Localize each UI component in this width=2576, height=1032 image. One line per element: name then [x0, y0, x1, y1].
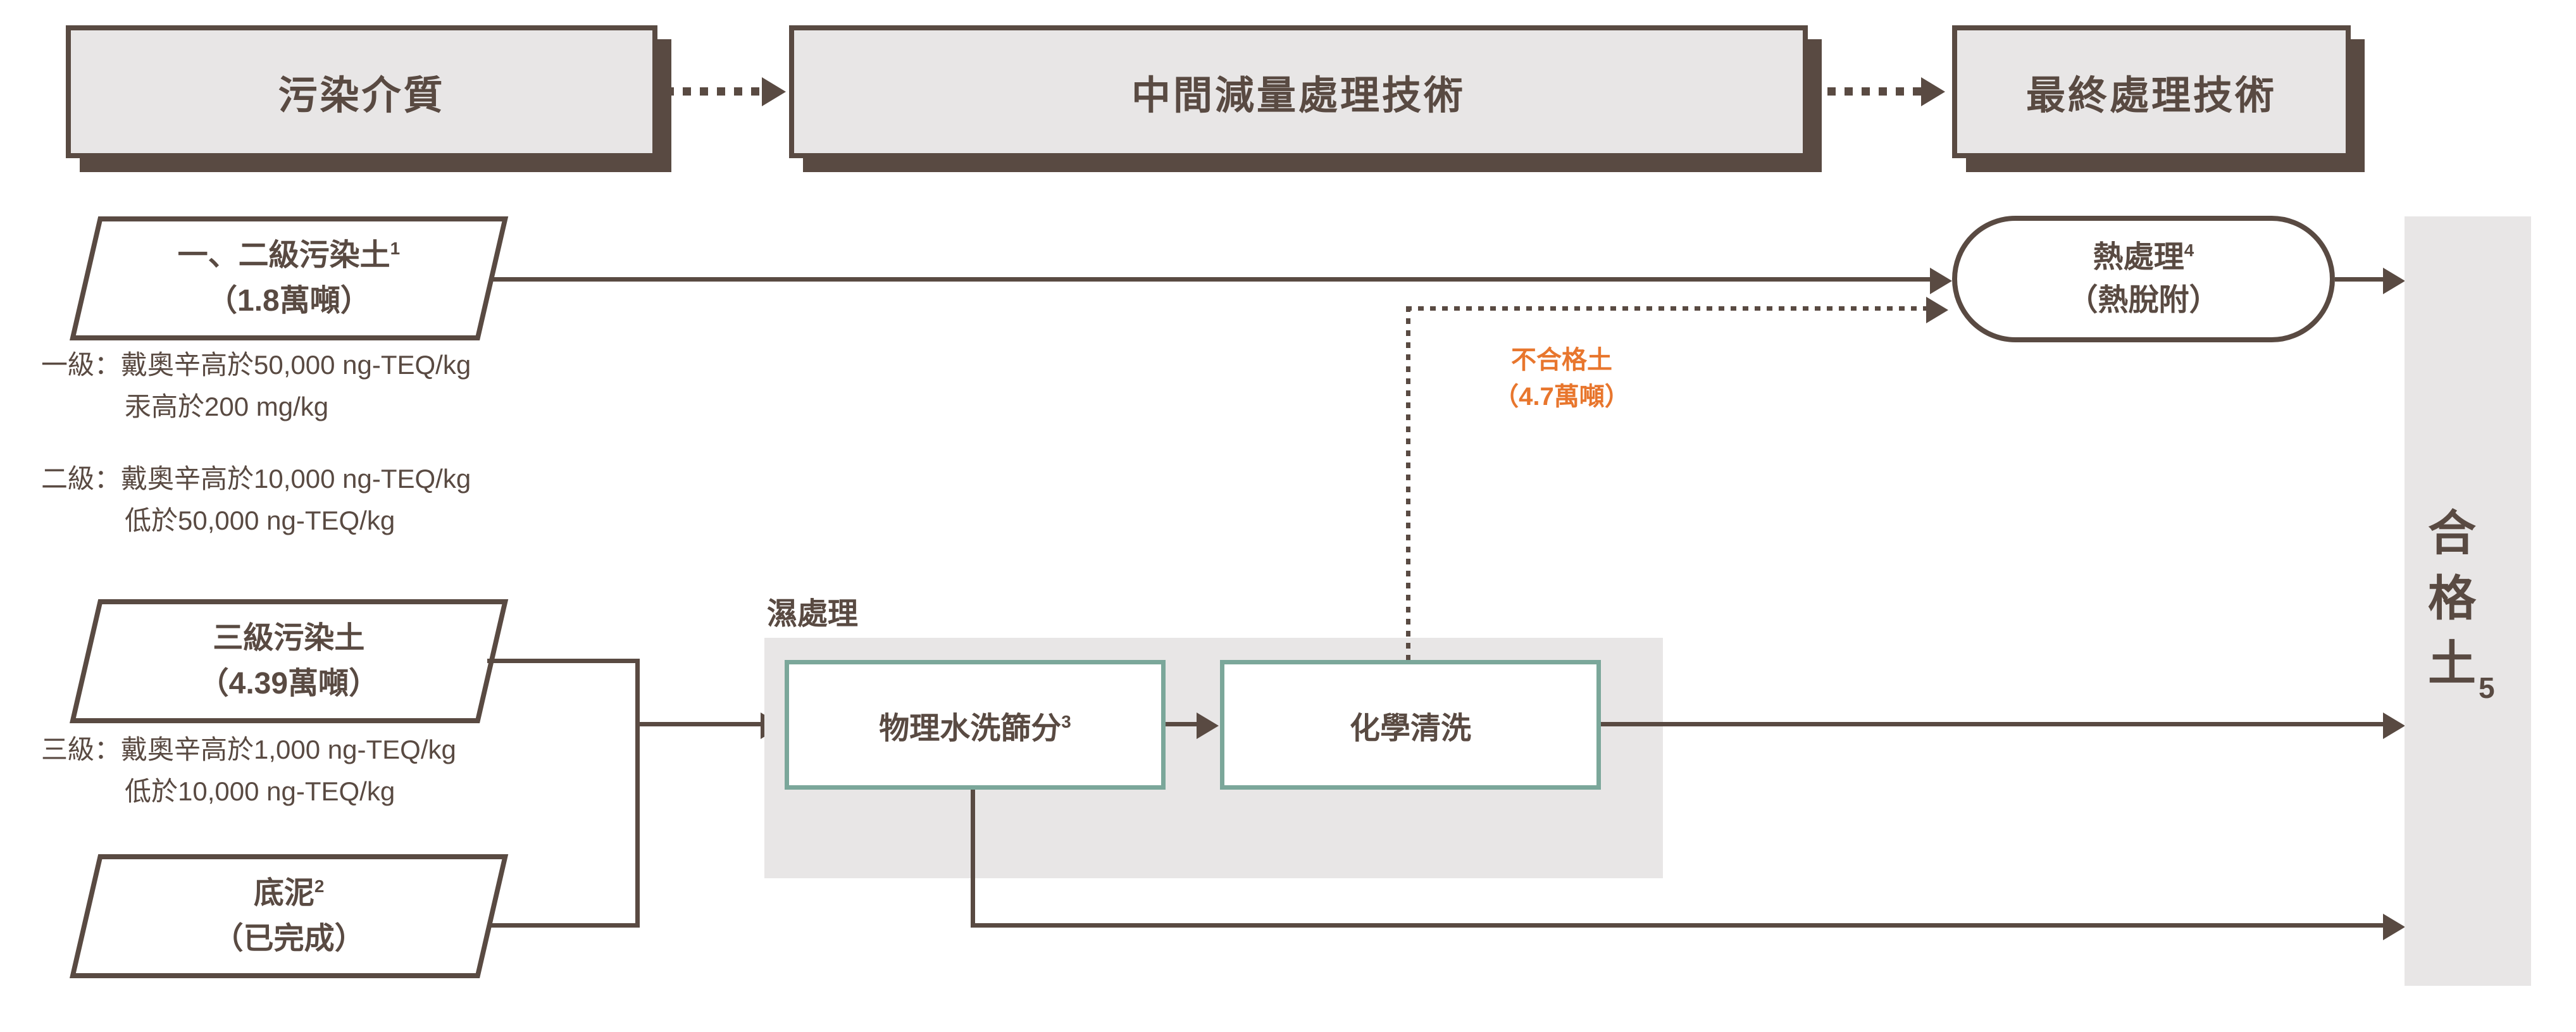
node-physical-wash-screening: 物理水洗篩分3 — [785, 660, 1166, 790]
qualified-char-1: 合 — [2428, 507, 2476, 561]
arrowhead-thermal-to-qualified — [2383, 268, 2405, 294]
criteria-level3: 三級：戴奧辛高於1,000 ng-TEQ/kg 低於10,000 ng-TEQ/… — [41, 729, 456, 812]
flow-line-physical-to-chemical — [1166, 722, 1198, 726]
node-level12-label: 一、二級污染土1 （1.8萬噸） — [178, 233, 401, 324]
header-contaminated-media-label: 污染介質 — [278, 74, 445, 118]
node-level12-qty: （1.8萬噸） — [207, 284, 371, 318]
dotted-line-reject-vertical — [1406, 306, 1410, 660]
node-chemical-washing: 化學清洗 — [1220, 660, 1601, 790]
arrowhead-reject-to-thermal — [1926, 297, 1948, 323]
criteria-level2-line2: 低於50,000 ng-TEQ/kg — [125, 506, 395, 535]
criteria-level3-line2: 低於10,000 ng-TEQ/kg — [125, 776, 395, 806]
criteria-level2-line1: 二級：戴奧辛高於10,000 ng-TEQ/kg — [41, 464, 471, 494]
criteria-level1-line2: 汞高於200 mg/kg — [125, 392, 329, 421]
node-qualified-soil-bar — [2405, 216, 2531, 986]
criteria-level1: 一級：戴奧辛高於50,000 ng-TEQ/kg 汞高於200 mg/kg — [41, 344, 471, 428]
node-sediment: 底泥2 （已完成） — [70, 854, 509, 978]
header-final-treatment-label: 最終處理技術 — [2025, 74, 2277, 118]
qualified-char-3: 土 — [2428, 637, 2476, 691]
flow-line-thermal-to-qualified — [2335, 277, 2383, 282]
footnote-3: 3 — [1061, 711, 1071, 731]
node-thermal-method: （熱脫附） — [2067, 283, 2220, 317]
node-level3-contaminated-soil: 三級污染土 （4.39萬噸） — [70, 599, 509, 723]
node-sediment-qty: （已完成） — [213, 922, 365, 955]
node-level3-qty: （4.39萬噸） — [198, 667, 380, 700]
reject-soil-label: 不合格土 （4.7萬噸） — [1441, 342, 1682, 415]
reject-soil-qty: （4.7萬噸） — [1493, 383, 1630, 411]
arrowhead-level12-to-thermal — [1930, 268, 1952, 294]
flow-line-level12-to-thermal — [490, 277, 1931, 282]
flow-line-sediment-stub — [487, 923, 640, 928]
dotted-line-reject-horizontal — [1406, 306, 1926, 311]
footnote-4: 4 — [2184, 240, 2194, 260]
header-final-treatment: 最終處理技術 — [1952, 25, 2351, 158]
node-chemical-washing-label: 化學清洗 — [1349, 711, 1471, 745]
node-sediment-label: 底泥2 （已完成） — [213, 871, 365, 962]
node-level3-label: 三級污染土 （4.39萬噸） — [199, 616, 379, 707]
reject-soil-line1: 不合格土 — [1511, 346, 1612, 374]
criteria-level3-line1: 三級：戴奧辛高於1,000 ng-TEQ/kg — [41, 735, 456, 764]
flow-line-bottom-to-qualified — [971, 923, 2383, 928]
arrowhead-intermediate-to-final — [1921, 77, 1945, 106]
flow-line-physical-drop-vertical — [971, 790, 975, 928]
wet-process-label: 濕處理 — [767, 597, 859, 631]
criteria-level1-line1: 一級：戴奧辛高於50,000 ng-TEQ/kg — [41, 350, 471, 380]
footnote-1: 1 — [390, 238, 401, 258]
arrowhead-media-to-intermediate — [762, 77, 786, 106]
arrowhead-chemical-to-qualified — [2383, 712, 2405, 739]
dotted-connector-media-to-intermediate — [666, 87, 762, 96]
node-physical-wash-label: 物理水洗篩分3 — [879, 711, 1071, 745]
flow-line-level3-stub — [487, 659, 640, 663]
footnote-2: 2 — [314, 876, 325, 896]
arrowhead-physical-to-chemical — [1197, 712, 1219, 739]
node-thermal-treatment: 熱處理4 （熱脫附） — [1952, 216, 2335, 342]
header-intermediate-treatment: 中間減量處理技術 — [789, 25, 1808, 158]
header-intermediate-treatment-label: 中間減量處理技術 — [1131, 74, 1465, 118]
flow-line-chemical-to-qualified — [1601, 722, 2383, 726]
qualified-char-2: 格 — [2428, 572, 2476, 626]
dotted-connector-intermediate-to-final — [1827, 87, 1921, 96]
flow-line-merge-vertical — [635, 659, 640, 928]
node-thermal-label: 熱處理4 — [2093, 240, 2194, 274]
header-contaminated-media: 污染介質 — [66, 25, 657, 158]
arrowhead-bottom-to-qualified — [2383, 914, 2405, 940]
flow-line-merge-to-physical-wash — [635, 722, 763, 726]
criteria-level2: 二級：戴奧辛高於10,000 ng-TEQ/kg 低於50,000 ng-TEQ… — [41, 458, 471, 542]
qualified-soil-label: 合 格 土 5 — [2405, 501, 2531, 767]
footnote-5: 5 — [2479, 671, 2495, 704]
node-level12-contaminated-soil: 一、二級污染土1 （1.8萬噸） — [70, 216, 509, 340]
